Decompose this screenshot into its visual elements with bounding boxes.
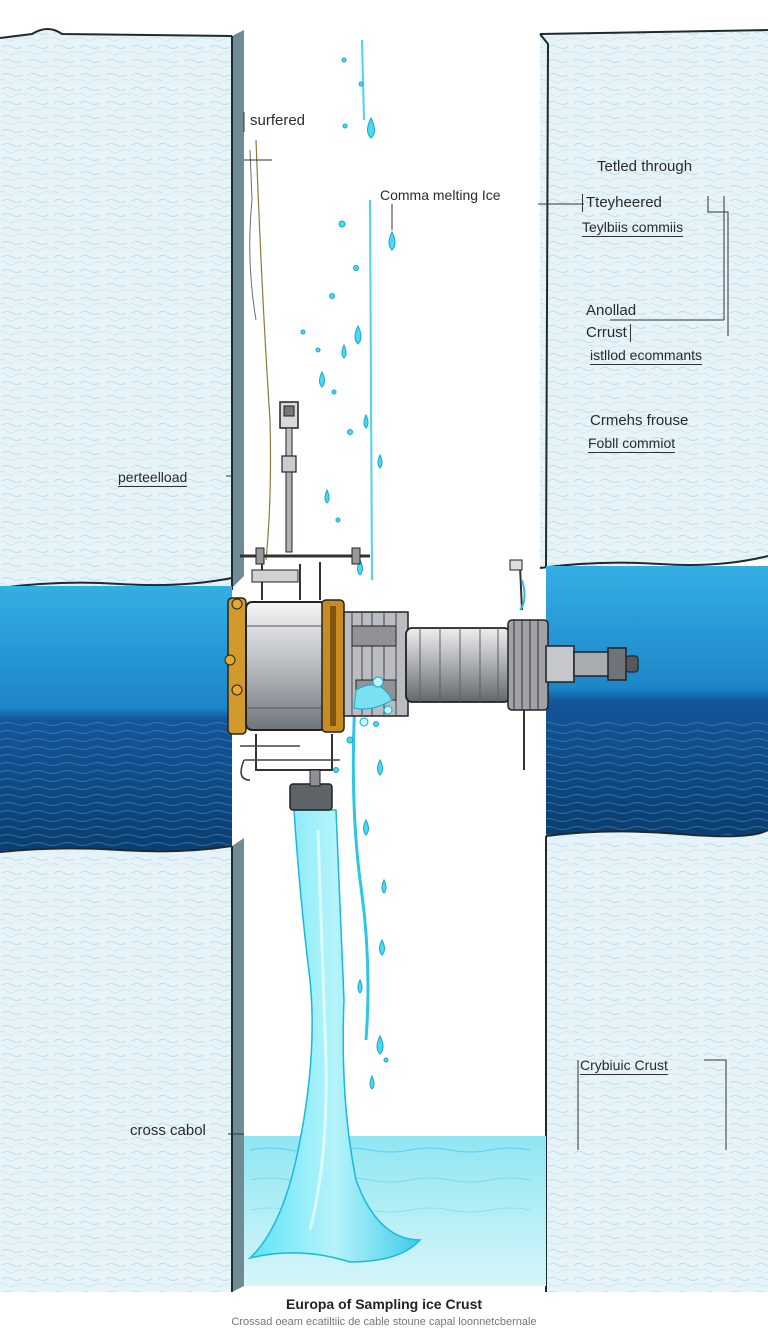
tether-cable-2	[249, 149, 257, 321]
label-leaders	[226, 112, 729, 1150]
label-cross-cabol: cross cabol	[130, 1122, 206, 1139]
probe-mast	[240, 401, 370, 600]
label-perteelload: perteelload	[118, 469, 188, 487]
label-comm-melting-ice: Comma melting Ice	[380, 187, 501, 203]
upper-drip-stream	[361, 39, 373, 581]
label-istilod-ecomments: istllod ecommants	[590, 347, 703, 365]
cryobot-probe	[224, 559, 639, 811]
label-cryobiuic-crust: Crybiuic Crust	[580, 1057, 668, 1075]
tether-cable	[255, 139, 272, 561]
ocean-layer-right	[546, 566, 768, 836]
right-ice-upper	[539, 29, 768, 569]
water-stream	[247, 699, 422, 1263]
label-surfaced: surfered	[250, 112, 306, 129]
label-crust: Crrust	[586, 324, 631, 342]
left-ice-lower	[0, 838, 244, 1292]
caption-subtitle: Crossad oeam ecatiltiic de cable stoune …	[231, 1316, 537, 1328]
right-ice-lower	[545, 829, 768, 1292]
ocean-layer-left	[0, 586, 232, 854]
label-crmehs-frouse: Crmehs frouse	[590, 412, 689, 429]
label-tethered: Tteyheered	[582, 194, 662, 212]
label-anolad: Anollad	[586, 302, 637, 319]
left-ice-upper	[0, 28, 244, 590]
label-tethered-through: Tetled through	[597, 158, 693, 175]
label-fobll-commiot: Fobll commiot	[588, 435, 676, 453]
label-tethered-comms: Teylbiis commiis	[582, 219, 684, 237]
caption-title: Europa of Sampling ice Crust	[285, 1296, 483, 1312]
water-droplets	[300, 57, 396, 1090]
